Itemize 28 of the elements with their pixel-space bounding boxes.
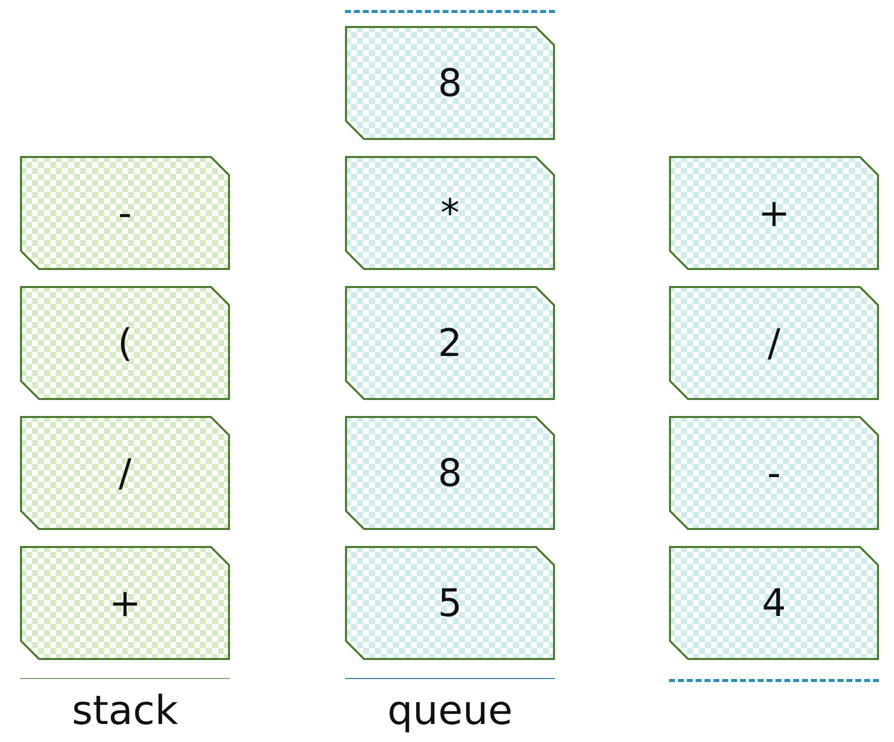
token-card — [345, 286, 555, 400]
token-card — [345, 546, 555, 660]
token-text: 5 — [438, 581, 462, 625]
token-card — [669, 546, 879, 660]
token-text: * — [440, 191, 460, 235]
token-card — [669, 416, 879, 530]
token-text: 2 — [438, 321, 462, 365]
token-text: 8 — [438, 61, 462, 105]
token-text: + — [758, 191, 790, 235]
token-text: / — [768, 321, 780, 365]
token-card — [20, 546, 230, 660]
token-card — [20, 286, 230, 400]
token-card — [345, 156, 555, 270]
token-text: / — [118, 451, 132, 495]
token-card — [345, 416, 555, 530]
token-text: - — [118, 191, 132, 235]
token-text: + — [109, 581, 141, 625]
token-card — [669, 156, 879, 270]
token-text: 8 — [438, 451, 462, 495]
column-caption: stack — [72, 688, 178, 734]
token-card — [20, 156, 230, 270]
token-text: 4 — [762, 581, 786, 625]
token-card — [345, 26, 555, 140]
token-card — [20, 416, 230, 530]
token-text: - — [767, 451, 781, 495]
token-card — [669, 286, 879, 400]
column-caption: queue — [387, 688, 513, 734]
token-text: ( — [118, 321, 132, 365]
